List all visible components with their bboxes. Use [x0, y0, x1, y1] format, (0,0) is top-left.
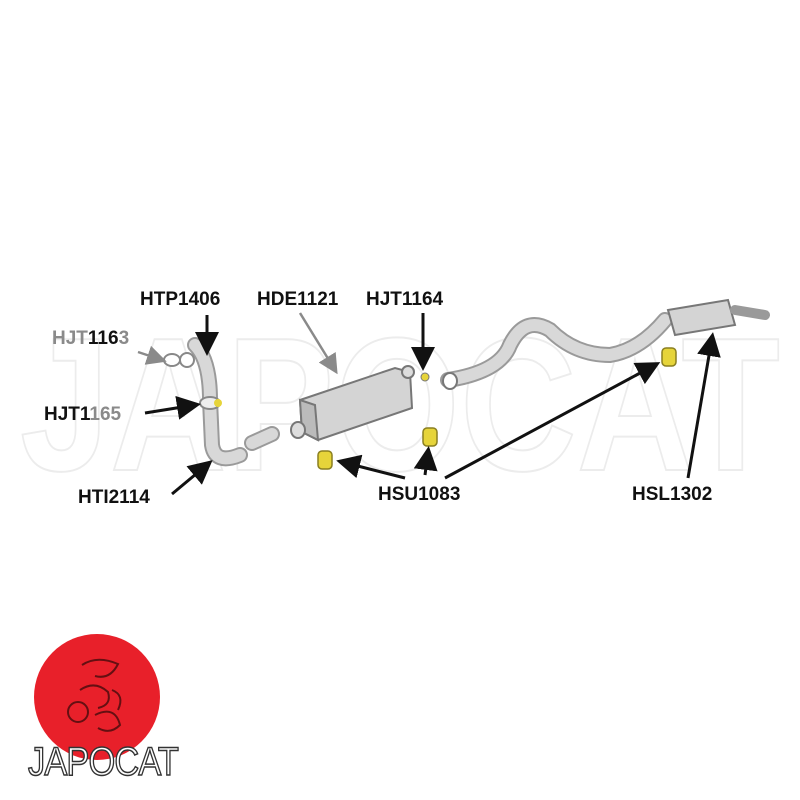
- gasket-hjt1163: [163, 353, 181, 367]
- label-hde1121: HDE1121: [257, 289, 339, 310]
- silencer-hsl1302: [666, 298, 770, 337]
- label-hjt1165: HJT1165: [44, 404, 122, 425]
- rubber-mount: [422, 427, 438, 447]
- label-hjt1164: HJT1164: [366, 289, 444, 310]
- arrow-hsu1083-b: [413, 446, 438, 476]
- logo-text: JAPOCAT: [28, 740, 178, 784]
- rubber-mount: [661, 347, 677, 367]
- label-hti2114: HTI2114: [78, 487, 150, 508]
- arrow-hsu1083-c: [444, 362, 661, 480]
- label-htp1406: HTP1406: [140, 289, 220, 310]
- front-pipe: [163, 337, 280, 467]
- arrow-hti2114: [171, 460, 213, 496]
- gasket-hjt1164: [420, 372, 430, 382]
- label-hjt1163: HJT1163: [52, 328, 129, 349]
- arrow-hjt1165: [144, 395, 201, 420]
- arrow-hjt1163: [137, 345, 167, 365]
- japocat-logo: JAPOCAT: [27, 634, 180, 785]
- arrow-hde1121: [298, 312, 338, 375]
- label-hsl1302: HSL1302: [632, 484, 712, 505]
- arrow-hsu1083-a: [336, 454, 406, 480]
- arrow-hsl1302: [686, 332, 721, 479]
- rubber-mount: [317, 450, 333, 470]
- label-hsu1083: HSU1083: [378, 484, 460, 505]
- tail-pipe: [440, 312, 673, 390]
